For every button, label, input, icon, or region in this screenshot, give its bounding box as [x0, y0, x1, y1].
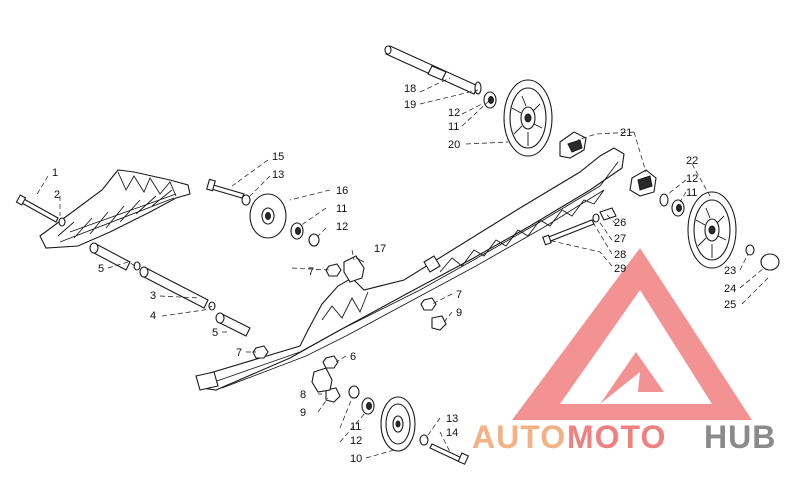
leader-lines — [35, 77, 771, 459]
watermark-word-moto: MOTO — [567, 419, 666, 455]
callout-17: 17 — [374, 243, 386, 255]
callout-28: 28 — [614, 249, 626, 261]
watermark-word-hub: HUB — [704, 419, 776, 455]
callout-3: 3 — [150, 290, 156, 302]
callout-16: 16 — [336, 185, 348, 197]
hub-21-upper — [559, 131, 587, 159]
callout-7-b: 7 — [456, 289, 462, 301]
spacer-26 — [599, 207, 617, 221]
callout-20: 20 — [448, 139, 460, 151]
spacer-5-lower — [215, 312, 251, 337]
washer-13-lower — [419, 434, 429, 446]
callout-10: 10 — [350, 453, 362, 465]
callout-11-a: 11 — [336, 203, 347, 215]
center-slide-rail-frame — [195, 147, 625, 391]
spacer-12-right — [659, 193, 669, 207]
washer-23 — [745, 244, 755, 256]
callout-26: 26 — [614, 217, 626, 229]
nut-7-b — [420, 297, 437, 311]
washer-13 — [241, 194, 251, 206]
callout-22: 22 — [686, 155, 698, 167]
callout-21: 21 — [620, 127, 632, 139]
callout-29: 29 — [614, 263, 626, 275]
callout-12-d: 12 — [350, 435, 362, 447]
washer-4-a — [133, 261, 141, 271]
callout-24: 24 — [724, 283, 736, 295]
callout-15: 15 — [272, 151, 284, 163]
callout-5-lower: 5 — [212, 327, 218, 339]
bracket-8 — [311, 367, 333, 393]
callout-14: 14 — [446, 427, 458, 439]
callout-1: 1 — [52, 167, 58, 179]
bearing-11-right — [671, 199, 685, 217]
bolt-1 — [15, 194, 59, 223]
callout-13-a: 13 — [272, 169, 284, 181]
callout-4: 4 — [150, 310, 156, 322]
callout-12-b: 12 — [448, 107, 460, 119]
callout-2: 2 — [54, 189, 60, 201]
bolt-9-a — [431, 315, 447, 331]
nut-6 — [322, 355, 339, 369]
nut-7-c — [252, 345, 269, 359]
callout-11-c: 11 — [686, 187, 697, 199]
bolt-9-b — [325, 387, 341, 403]
bearing-11-b — [483, 91, 497, 109]
bearing-11-lower — [361, 397, 375, 415]
idler-wheel-22 — [687, 191, 737, 269]
callout-8: 8 — [300, 389, 306, 401]
callout-11-d: 11 — [350, 421, 361, 433]
callout-12-c: 12 — [686, 173, 698, 185]
bearing-11-a — [290, 222, 304, 240]
callout-7-a: 7 — [308, 266, 314, 278]
callout-13-b: 13 — [446, 413, 458, 425]
callout-9-a: 9 — [456, 307, 462, 319]
callout-19: 19 — [404, 99, 416, 111]
callout-27: 27 — [614, 233, 626, 245]
idler-wheel-16 — [249, 193, 287, 239]
callout-25: 25 — [724, 299, 736, 311]
bolt-28 — [542, 219, 595, 246]
callout-18: 18 — [404, 83, 416, 95]
washer-19 — [474, 81, 482, 95]
callout-5-upper: 5 — [98, 263, 104, 275]
hub-21-lower — [629, 169, 657, 197]
bolt-14 — [429, 443, 470, 465]
cap-24 — [760, 253, 780, 271]
callout-23: 23 — [724, 265, 736, 277]
automotohub-watermark: AUTO MOTO HUB — [472, 419, 776, 455]
washer-27 — [592, 213, 600, 223]
left-slide-rail-frame — [39, 169, 191, 249]
bracket-17 — [343, 255, 365, 283]
watermark-word-auto: AUTO — [472, 419, 566, 455]
logo-triangle-icon — [512, 248, 752, 420]
shaft-18 — [384, 45, 479, 95]
idler-wheel-20 — [503, 79, 553, 157]
callout-11-b: 11 — [448, 121, 459, 133]
callout-12-a: 12 — [336, 221, 348, 233]
washer-2 — [58, 217, 66, 227]
spacer-12-a — [308, 233, 320, 247]
callout-7-c: 7 — [236, 347, 242, 359]
cross-shaft-3 — [139, 266, 209, 309]
idler-wheel-10 — [380, 396, 416, 452]
bolt-15 — [206, 178, 245, 199]
callout-9-b: 9 — [300, 407, 306, 419]
washer-12-lower — [348, 385, 360, 399]
callout-6: 6 — [350, 351, 356, 363]
spacer-5-upper — [89, 242, 131, 271]
callout-labels: 1 2 3 4 5 5 6 7 7 7 8 9 9 10 11 11 11 11… — [52, 83, 736, 465]
